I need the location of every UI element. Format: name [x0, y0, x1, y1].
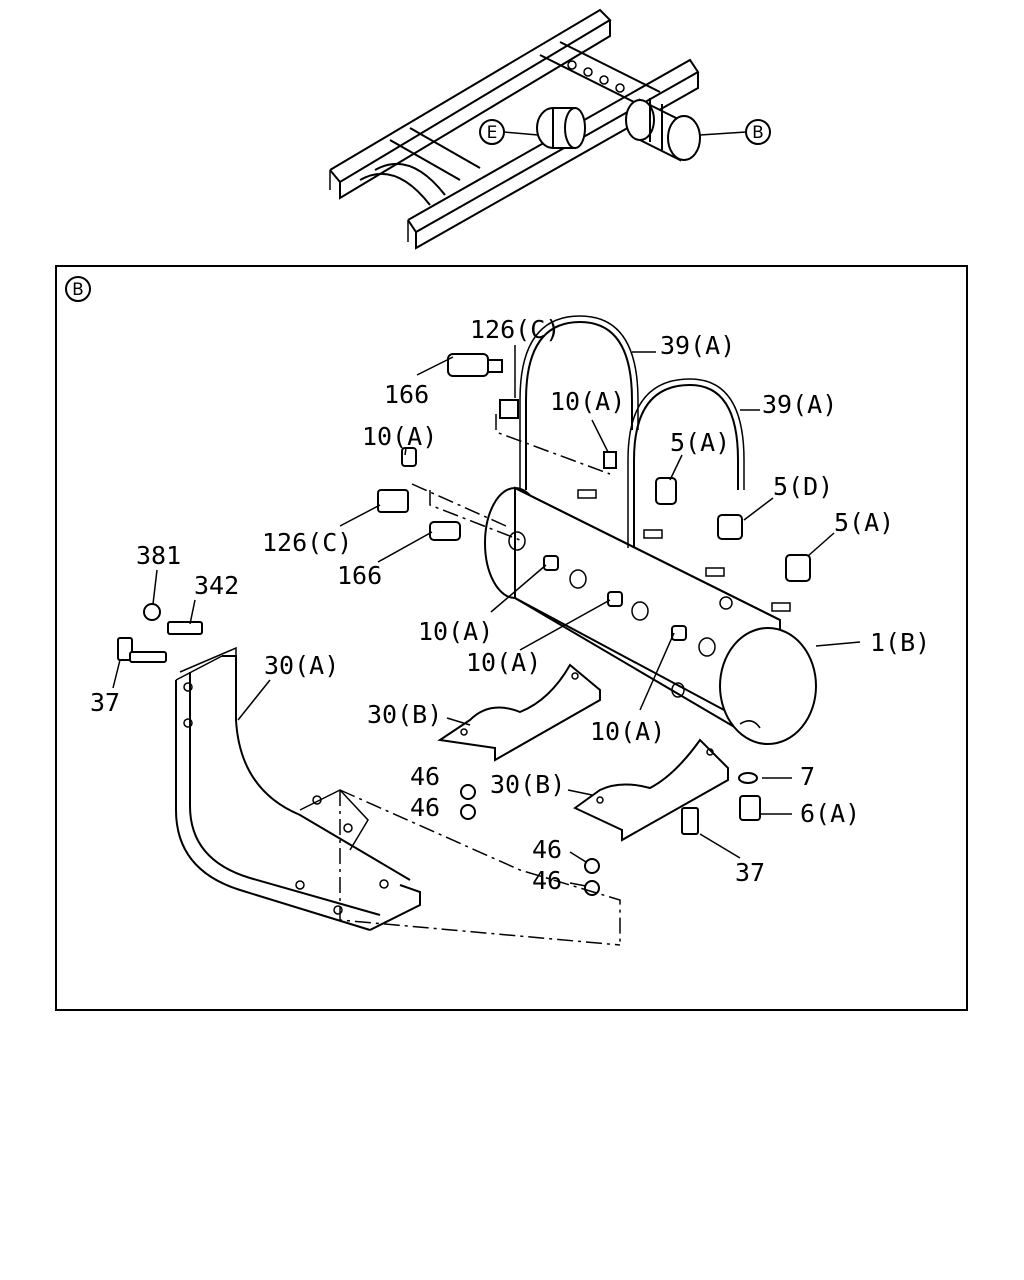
label-30b-2: 30(B) [490, 770, 565, 799]
label-7: 7 [800, 762, 815, 791]
svg-text:B: B [72, 280, 84, 300]
label-5a-1: 5(A) [670, 428, 730, 457]
label-39a-1: 39(A) [660, 331, 735, 360]
label-166-mid: 166 [337, 561, 382, 590]
part-labels: 126(C) 39(A) 39(A) 166 10(A) 10(A) 5(A) … [90, 315, 930, 895]
label-1b: 1(B) [870, 628, 930, 657]
saddle-30b-1 [437, 663, 601, 762]
fittings [117, 353, 811, 821]
label-30b-1: 30(B) [367, 700, 442, 729]
label-166-top: 166 [384, 380, 429, 409]
label-46-4: 46 [532, 866, 562, 895]
label-10a-mid3: 10(A) [590, 717, 665, 746]
label-30a: 30(A) [264, 651, 339, 680]
label-342: 342 [194, 571, 239, 600]
label-46-2: 46 [410, 793, 440, 822]
callout-b: B [699, 119, 771, 145]
view-marker-b: B [65, 276, 91, 302]
u-bolt-1 [519, 315, 639, 490]
leader-lines [112, 345, 861, 887]
assembly-lines [339, 414, 621, 946]
label-37-left: 37 [90, 688, 120, 717]
label-10a-mid1: 10(A) [418, 617, 493, 646]
bracket-30a [175, 646, 421, 931]
u-bolt-2 [627, 378, 745, 548]
svg-text:E: E [487, 123, 498, 143]
detail-frame [55, 265, 968, 1011]
nuts-46 [460, 784, 699, 896]
label-5d: 5(D) [773, 472, 833, 501]
label-37-right: 37 [735, 858, 765, 887]
label-39a-2: 39(A) [762, 390, 837, 419]
label-126c-mid: 126(C) [262, 528, 352, 557]
label-10a-left: 10(A) [362, 422, 437, 451]
label-5a-2: 5(A) [834, 508, 894, 537]
label-10a-top: 10(A) [550, 387, 625, 416]
label-10a-mid2: 10(A) [466, 648, 541, 677]
label-126c-top: 126(C) [470, 315, 560, 344]
label-46-3: 46 [532, 835, 562, 864]
saddle-30b-2 [573, 738, 729, 842]
label-381: 381 [136, 541, 181, 570]
callout-e: E [479, 119, 539, 145]
label-46-1: 46 [410, 762, 440, 791]
air-tank [484, 486, 817, 745]
chassis-overview [329, 8, 701, 250]
svg-text:B: B [752, 123, 764, 143]
label-6a: 6(A) [800, 799, 860, 828]
